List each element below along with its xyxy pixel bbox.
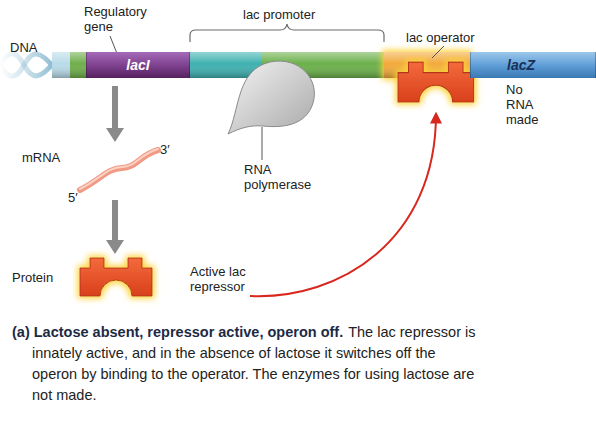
label-text: 5′: [68, 190, 88, 205]
leader-line: [262, 127, 263, 160]
caption-block: (a) Lactose absent, repressor active, op…: [12, 322, 484, 406]
label-text: Protein: [12, 270, 72, 285]
label-text: No RNA made: [506, 82, 546, 127]
promoter-bracket: [190, 24, 384, 42]
label-text: lac operator: [406, 30, 496, 45]
gene-name: lacZ: [507, 57, 535, 73]
mrna-strand: [80, 150, 158, 190]
dna-helix: [0, 54, 54, 77]
bound-repressor: [398, 62, 474, 102]
label-text: DNA: [10, 40, 50, 55]
caption-title: (a) Lactose absent, repressor active, op…: [12, 324, 343, 340]
gene-segment: lacZ: [470, 52, 596, 78]
label-text: 3′: [160, 142, 180, 157]
leader-line: [432, 46, 444, 58]
mrna-highlight: [80, 149, 158, 189]
dna-shading: [52, 52, 596, 78]
label-text: lac promoter: [243, 7, 343, 22]
rna-polymerase: [228, 61, 314, 134]
repressor-shape: [398, 62, 474, 102]
label-text: Active lac repressor: [190, 264, 258, 294]
expression-arrow: [106, 200, 124, 254]
label-text: RNA polymerase: [244, 162, 316, 192]
label-text: Regulatory gene: [84, 4, 156, 34]
binding-arrow: [250, 114, 436, 296]
helix-strand: [0, 54, 54, 76]
gene-name: lacI: [126, 57, 149, 73]
label-text: mRNA: [22, 150, 72, 165]
dna-band: [52, 52, 596, 78]
repressor-shape: [80, 258, 152, 296]
expression-arrow: [106, 86, 124, 142]
gene-segment: lacI: [86, 52, 190, 78]
helix-strand: [0, 54, 54, 76]
repressor-protein: [80, 258, 152, 296]
